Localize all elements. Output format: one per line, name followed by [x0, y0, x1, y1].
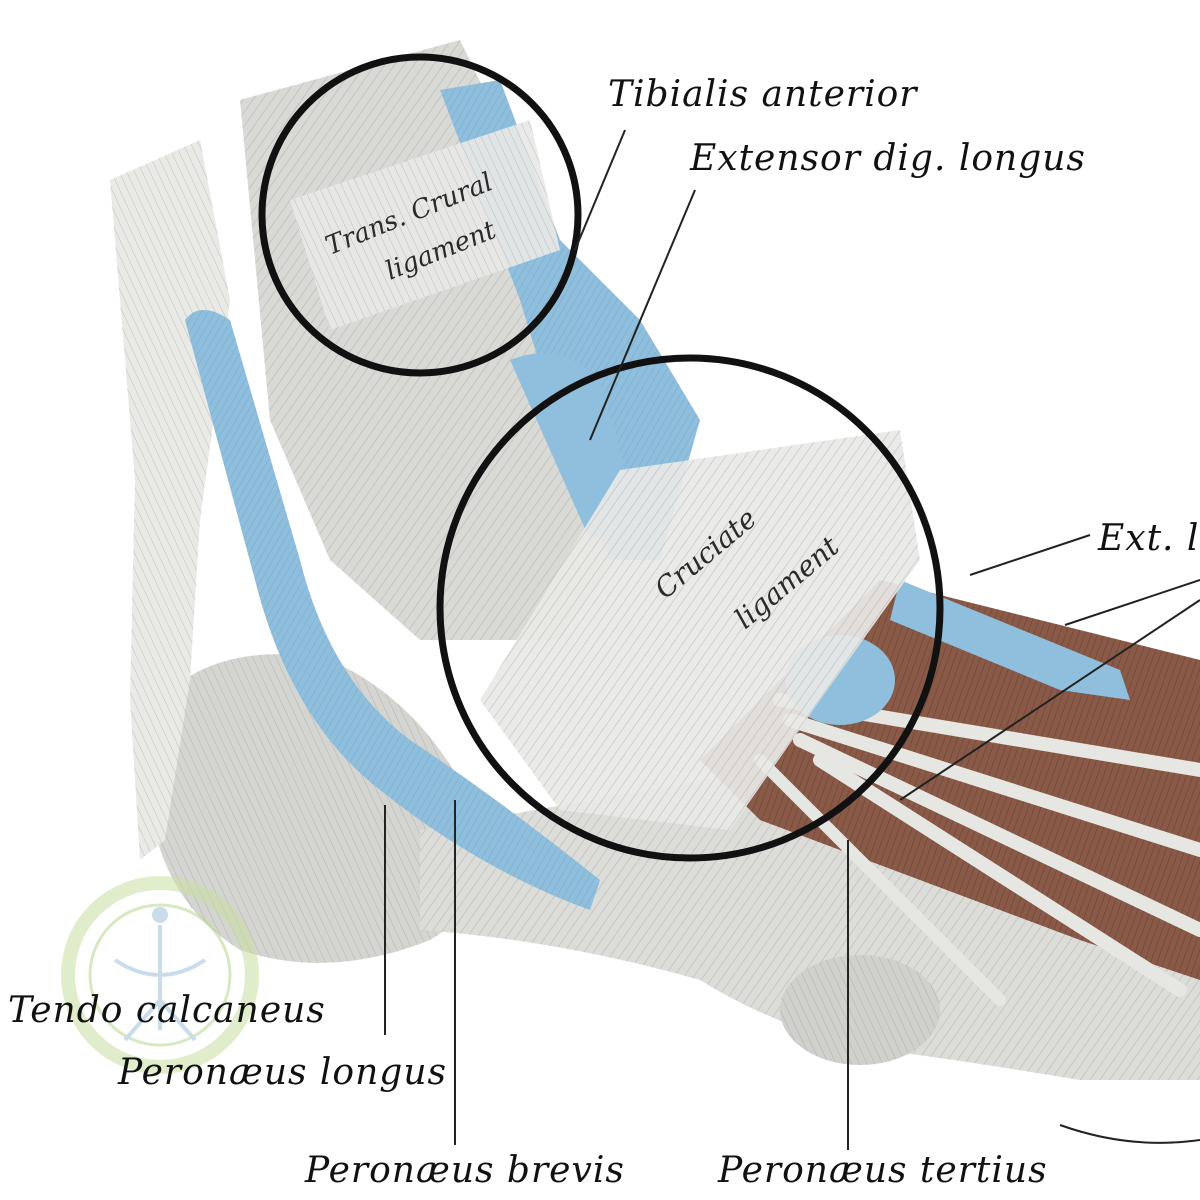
cruciate-ligament	[480, 430, 920, 830]
label-ext-cut: Ext. l	[1098, 518, 1200, 559]
peroneal-tendon-sheaths	[185, 310, 600, 910]
label-tendo-calcaneus: Tendo calcaneus	[8, 990, 326, 1031]
transverse-crural-ligament	[290, 120, 560, 330]
label-peronaeus-longus: Peronæus longus	[118, 1052, 447, 1093]
label-peronaeus-brevis: Peronæus brevis	[305, 1150, 625, 1191]
leader-lines	[384, 129, 1200, 1150]
label-peronaeus-tertius: Peronæus tertius	[718, 1150, 1048, 1191]
label-extensor-dig-longus: Extensor dig. longus	[690, 138, 1086, 179]
watermark-logo	[61, 876, 259, 1074]
highlight-circle-cruciate	[436, 354, 944, 862]
highlight-circle-transverse	[258, 53, 582, 377]
label-tibialis-anterior: Tibialis anterior	[608, 74, 918, 115]
